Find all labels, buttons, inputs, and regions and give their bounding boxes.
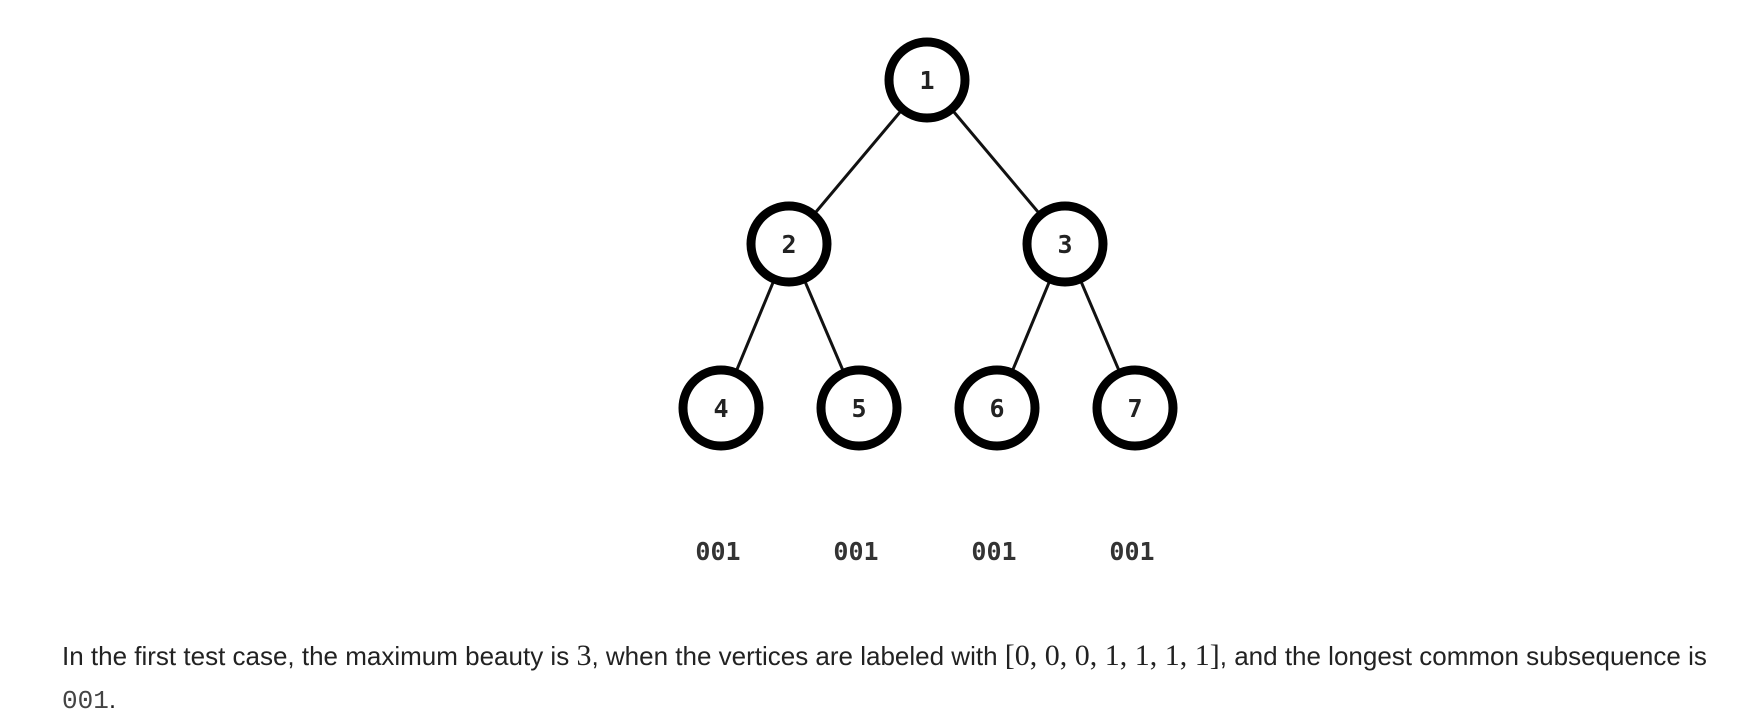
explanation-paragraph: In the first test case, the maximum beau… bbox=[62, 634, 1722, 723]
node-number: 1 bbox=[919, 66, 934, 95]
text: . bbox=[108, 684, 117, 714]
tree-node-4 bbox=[678, 365, 764, 451]
tree-node-7 bbox=[1092, 365, 1178, 451]
leaf-string-label: 001 bbox=[833, 537, 878, 566]
node-number: 4 bbox=[713, 394, 728, 423]
node-number: 5 bbox=[851, 394, 866, 423]
leaf-string-label: 001 bbox=[971, 537, 1016, 566]
text: , when the vertices are labeled with bbox=[591, 641, 1005, 671]
node-number: 2 bbox=[781, 230, 796, 259]
node-number: 3 bbox=[1057, 230, 1072, 259]
vertex-labels: [0, 0, 0, 1, 1, 1, 1] bbox=[1004, 639, 1220, 672]
leaf-string-label: 001 bbox=[1109, 537, 1154, 566]
lcs-value: 001 bbox=[62, 686, 109, 716]
beauty-value: 3 bbox=[576, 639, 592, 672]
node-number: 6 bbox=[989, 394, 1004, 423]
text: , and the longest common subsequence is bbox=[1219, 641, 1707, 671]
tree-node-6 bbox=[954, 365, 1040, 451]
leaf-string-label: 001 bbox=[695, 537, 740, 566]
binary-tree-diagram: 1 2 3 4 001 5 001 6 001 7 001 bbox=[678, 37, 1178, 566]
tree-node-1 bbox=[884, 37, 970, 123]
node-number: 7 bbox=[1127, 394, 1142, 423]
text: In the first test case, the maximum beau… bbox=[62, 641, 577, 671]
tree-node-2 bbox=[746, 201, 832, 287]
tree-node-3 bbox=[1022, 201, 1108, 287]
tree-node-5 bbox=[816, 365, 902, 451]
